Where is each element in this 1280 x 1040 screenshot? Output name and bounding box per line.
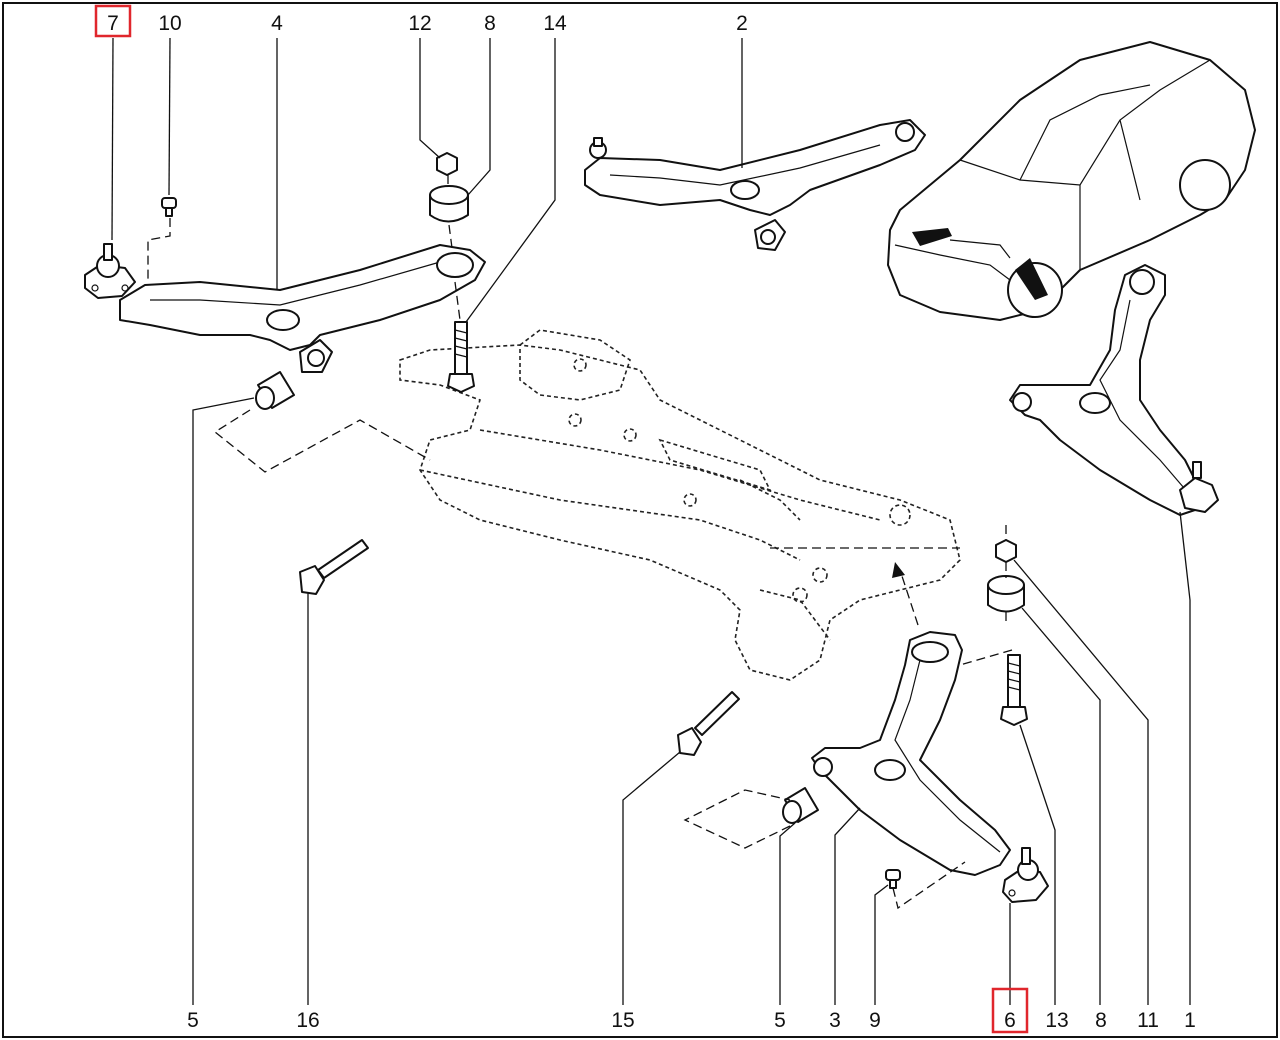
nut-12 [436, 152, 458, 176]
callout-16: 16 [296, 1009, 319, 1032]
callout-2: 2 [736, 12, 748, 35]
bushing-8-right [987, 575, 1025, 613]
ball-joint-7 [84, 243, 136, 299]
callout-5-left: 5 [187, 1009, 199, 1032]
bolt-10 [161, 197, 177, 217]
bolt-13 [1000, 654, 1028, 726]
control-arm-left [119, 244, 486, 373]
nut-11 [995, 539, 1017, 563]
callouts-top: 7 10 4 12 8 14 2 [107, 12, 748, 35]
callout-6: 6 [1004, 1009, 1016, 1032]
bolt-9 [885, 869, 901, 889]
bushing-8-top [429, 185, 469, 223]
control-arm-3 [811, 631, 1011, 876]
ball-joint-6 [1002, 847, 1049, 903]
callout-12: 12 [408, 12, 431, 35]
callout-8-bottom: 8 [1095, 1009, 1107, 1032]
control-arm-1 [1009, 264, 1219, 516]
callout-10: 10 [158, 12, 181, 35]
control-arm-2 [584, 119, 926, 251]
bushing-5-left [255, 371, 295, 410]
highlight-box-6 [991, 987, 1029, 1034]
callout-4: 4 [271, 12, 283, 35]
callout-14: 14 [543, 12, 567, 35]
arrow-head [892, 562, 905, 578]
assembly-lines [147, 175, 1013, 910]
subframe [399, 329, 961, 681]
callout-3: 3 [829, 1009, 841, 1032]
bolt-15 [677, 691, 740, 756]
callout-8-top: 8 [484, 12, 496, 35]
bolt-16 [299, 539, 369, 595]
callout-15: 15 [611, 1009, 634, 1032]
car-illustration [887, 41, 1256, 321]
callout-5-right: 5 [774, 1009, 786, 1032]
bolt-14 [447, 321, 475, 393]
bushing-5-right [782, 787, 819, 824]
leader-lines [111, 37, 1191, 1005]
callout-9: 9 [869, 1009, 881, 1032]
callout-7: 7 [107, 12, 119, 35]
highlight-box-7 [94, 4, 132, 38]
callout-1: 1 [1184, 1009, 1196, 1032]
callout-13: 13 [1045, 1009, 1068, 1032]
callout-11: 11 [1137, 1009, 1159, 1032]
callouts-bottom: 5 16 15 5 3 9 6 13 8 11 1 [187, 1009, 1196, 1032]
